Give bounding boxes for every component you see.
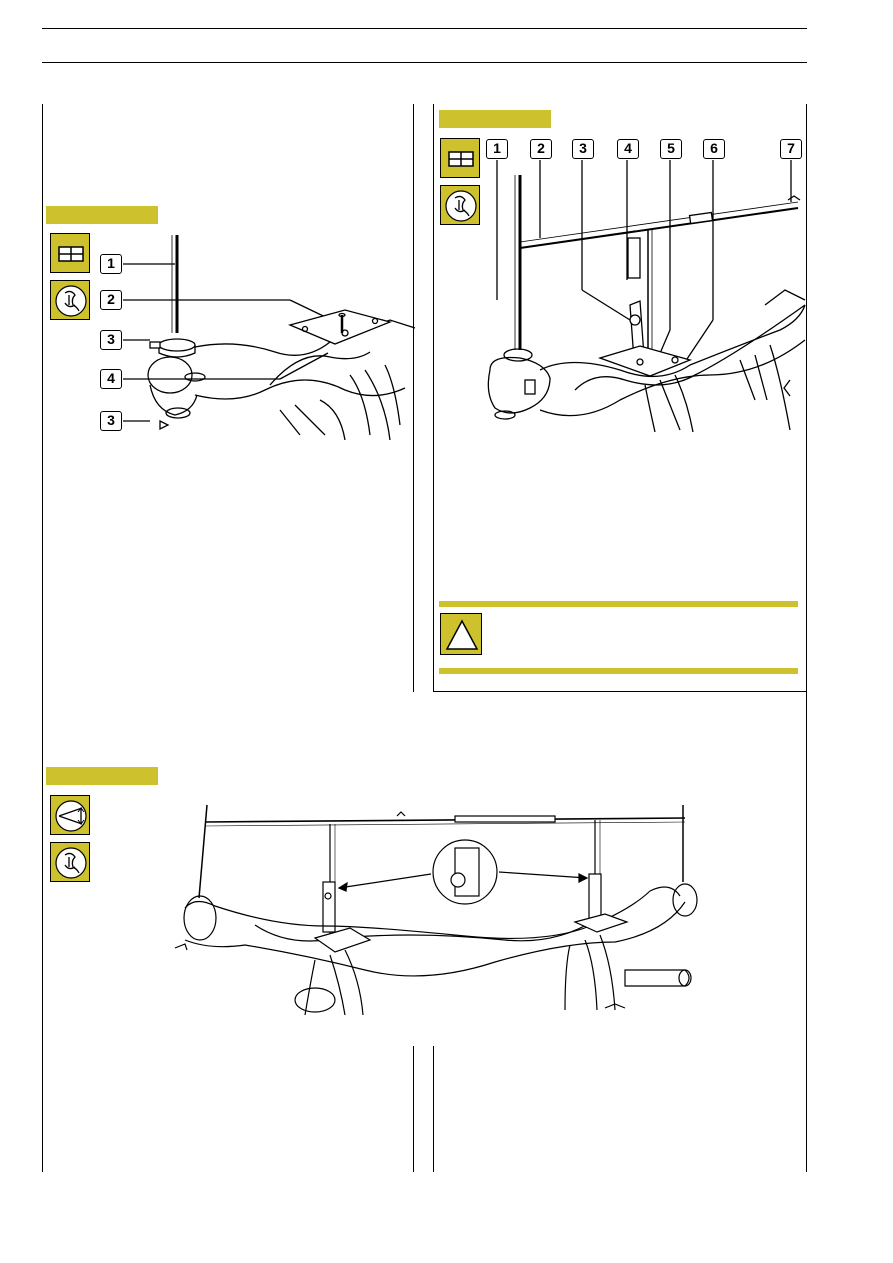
figure-right-header-bar (439, 110, 551, 128)
figure-left-view-icon-box (50, 233, 90, 273)
figure-bottom-measure-icon-box (50, 795, 90, 835)
warning-icon-box (440, 613, 482, 655)
figure-left-callout-4: 4 (100, 369, 122, 389)
warning-triangle-icon (445, 619, 479, 650)
column-divider-top-left (413, 104, 414, 692)
header-rule-bottom (42, 62, 807, 63)
view-icon (448, 151, 474, 167)
figure-bottom-tool-icon-box (50, 842, 90, 882)
figure-right-callout-5: 5 (660, 139, 682, 159)
figure-right-tool-icon-box (440, 185, 480, 225)
warning-bar-bottom (439, 668, 798, 674)
figure-left-callout-2: 2 (100, 290, 122, 310)
header-rule-top (42, 28, 807, 29)
warning-bar-top (439, 601, 798, 607)
figure-left-tool-icon-box (50, 280, 90, 320)
figure-right-callout-7: 7 (780, 139, 802, 159)
figure-right-callout-2: 2 (530, 139, 552, 159)
page-border-right (806, 104, 807, 1172)
figure-right-callout-6: 6 (703, 139, 725, 159)
wrench-hand-icon (445, 190, 477, 222)
figure-right-callout-1: 1 (486, 139, 508, 159)
figure-right-callout-4: 4 (617, 139, 639, 159)
wrench-hand-icon (55, 847, 87, 879)
figure-right-view-icon-box (440, 138, 480, 178)
wrench-hand-icon (55, 285, 87, 317)
column-divider-bottom-left (413, 1046, 414, 1172)
figure-left-callout-1: 1 (100, 254, 122, 274)
page-border-left (42, 104, 43, 1172)
view-icon (58, 246, 84, 262)
figure-right-callout-3: 3 (572, 139, 594, 159)
measure-icon (55, 800, 87, 832)
right-column-bottom-rule (434, 691, 806, 692)
figure-bottom-header-bar (46, 767, 158, 785)
figure-left-callout-3b: 3 (100, 411, 122, 431)
figure-left-drawing (123, 235, 416, 441)
figure-right-drawing (487, 160, 806, 433)
figure-bottom-drawing (174, 804, 698, 1016)
column-divider-bottom-right (433, 1046, 434, 1172)
figure-left-header-bar (46, 206, 158, 224)
figure-left-callout-3a: 3 (100, 330, 122, 350)
column-divider-top-right (433, 104, 434, 692)
